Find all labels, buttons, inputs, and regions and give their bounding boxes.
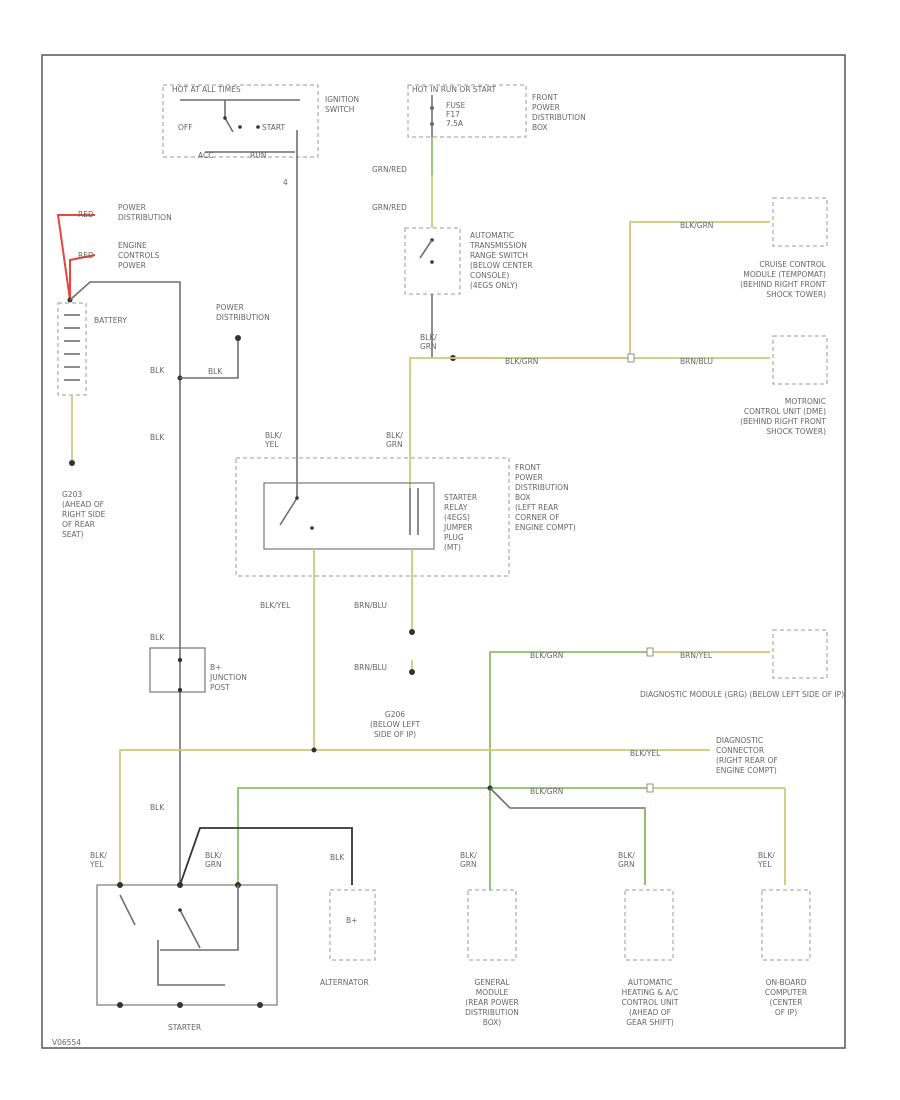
- wire-label-blk-d: BLK: [150, 633, 165, 642]
- wire-label-gm-blk-grn: BLK/GRN: [460, 851, 477, 869]
- connector-motronic: [627, 353, 635, 363]
- wire-label-blk-a: BLK: [150, 366, 165, 375]
- wire-label-blk-c: BLK: [150, 433, 165, 442]
- wire-to-cruise: [409, 221, 770, 488]
- connector-diag-module: [646, 647, 654, 657]
- connector-brn-blu-1: [409, 629, 415, 635]
- wire-label-brn-yel-diag: BRN/YEL: [680, 651, 713, 660]
- ground-g203: [69, 460, 75, 466]
- wire-label-blk-grn-diag: BLK/GRN: [530, 651, 563, 660]
- wire-label-blu-yel: BLK/YEL: [260, 601, 291, 610]
- wire-label-ac-blk-grn: BLK/GRN: [618, 851, 635, 869]
- connector-green-bus: [646, 783, 654, 793]
- connector-brn-blu-2: [409, 669, 415, 675]
- wire-label-red-1: RED: [78, 210, 94, 219]
- wire-label-brn-blu-motronic: BRN/BLU: [680, 357, 713, 366]
- splice-g206: [311, 747, 317, 753]
- wire-label-blk-grn-cruise: BLK/GRN: [680, 221, 713, 230]
- wire-label-brn-blu-2: BRN/BLU: [354, 663, 387, 672]
- starter: STARTER: [96, 882, 278, 1032]
- alternator-terminal-label: B+: [346, 916, 357, 925]
- battery: BATTERY: [57, 302, 127, 396]
- wire-label-blk-grn-bottom: BLK/GRN: [530, 787, 563, 796]
- wire-label-blk-grn-trans: BLK/GRN: [420, 333, 437, 351]
- diag-module-label: DIAGNOSTIC MODULE (GRG) (BELOW LEFT SIDE…: [640, 690, 844, 699]
- wire-label-blk-grn-relay: BLK/GRN: [386, 431, 403, 449]
- wire-label-alt-blk: BLK: [330, 853, 345, 862]
- wire-label-blk-yel-relay: BLK/YEL: [264, 431, 282, 449]
- wire-green-bus: [237, 787, 650, 885]
- ignition-run-label: RUN: [250, 151, 266, 160]
- wire-label-brn-blu-1: BRN/BLU: [354, 601, 387, 610]
- wire-to-power-distribution: [180, 338, 239, 379]
- ignition-switch: HOT AT ALL TIMES OFF START ACC RUN IGNIT…: [162, 84, 359, 160]
- wire-to-alternator: [179, 827, 353, 886]
- wire-label-starter-blk-grn: BLK/GRN: [205, 851, 222, 869]
- wire-label-blk-grn-motronic: BLK/GRN: [505, 357, 538, 366]
- ignition-start-label: START: [262, 123, 286, 132]
- ignition-off-label: OFF: [178, 123, 193, 132]
- wire-g206-bus: [119, 749, 710, 885]
- wire-label-grn-red-1: GRN/RED: [372, 165, 407, 174]
- wire-label-grn-red-2: GRN/RED: [372, 203, 407, 212]
- wire-diag-module-grn: [489, 651, 650, 890]
- fuse-hot-label: HOT IN RUN OR START: [412, 85, 496, 94]
- power-distribution-terminal: [235, 335, 241, 341]
- wire-battery-to-starter: [69, 281, 181, 885]
- wire-label-blk-b: BLK: [208, 367, 223, 376]
- wire-label-blk-e: BLK: [150, 803, 165, 812]
- wire-label-a: 4: [283, 178, 288, 187]
- diagram-frame: [41, 54, 846, 1049]
- ignition-acc-label: ACC: [198, 151, 213, 160]
- wire-label-blk-yel-diagconn: BLK/YEL: [630, 749, 661, 758]
- ignition-hot-label: HOT AT ALL TIMES: [172, 85, 241, 94]
- wire-label-obc-blk-yel: BLK/YEL: [757, 851, 775, 869]
- wire-to-ac-unit: [489, 787, 646, 885]
- wire-label-starter-blk-yel: BLK/YEL: [89, 851, 107, 869]
- footer-code: V06554: [52, 1038, 81, 1047]
- alternator: B+ ALTERNATOR: [320, 889, 376, 987]
- battery-label: BATTERY: [94, 316, 127, 325]
- diagnostic-module-grg: DIAGNOSTIC MODULE (GRG) (BELOW LEFT SIDE…: [640, 629, 844, 699]
- alternator-label: ALTERNATOR: [320, 978, 369, 987]
- wire-label-red-2: RED: [78, 251, 94, 260]
- starter-label: STARTER: [168, 1023, 201, 1032]
